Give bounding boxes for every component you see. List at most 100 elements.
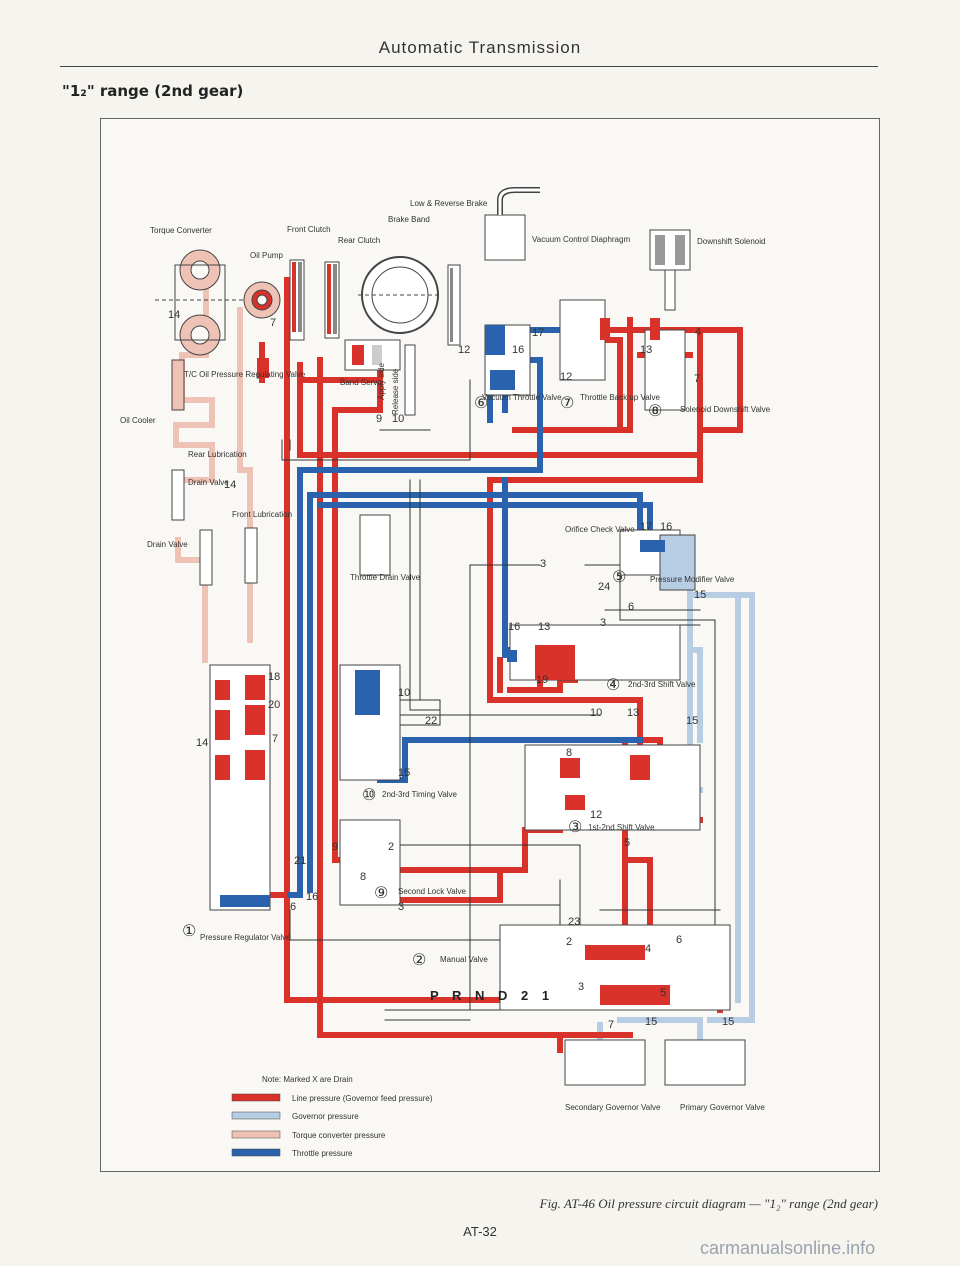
label-prnd: P R N D 2 1	[430, 988, 554, 1003]
port-number: 24	[598, 581, 610, 593]
downshift-solenoid	[649, 229, 691, 311]
legend-swatch-throttle-pressure	[231, 1148, 281, 1157]
port-number: 15	[398, 767, 410, 779]
circled-number-8: ⑧	[648, 401, 662, 420]
circled-number-4: ④	[606, 675, 620, 694]
legend: Note: Marked X are Drain Line pressure (…	[231, 1075, 433, 1158]
port-number: 13	[627, 707, 639, 719]
label-rear-lubrication: Rear Lubrication	[188, 450, 247, 459]
figure-caption: Fig. AT-46 Oil pressure circuit diagram …	[539, 1196, 878, 1211]
label-apply-side: Apply side	[377, 363, 386, 400]
port-number: 16	[512, 344, 524, 356]
low-reverse-brake	[447, 264, 461, 346]
port-number: 23	[568, 916, 580, 928]
circled-number-5: ⑤	[612, 567, 626, 586]
port-number: 9	[376, 413, 382, 425]
label-drain-valve-1: Drain Valve	[188, 478, 229, 487]
port-number: 8	[360, 871, 366, 883]
port-number: 3	[398, 901, 404, 913]
label-brake-band: Brake Band	[388, 215, 430, 224]
port-number: 7	[272, 733, 278, 745]
port-number: 3	[578, 981, 584, 993]
label-1st-2nd-shift-valve: 1st-2nd Shift Valve	[588, 823, 655, 832]
legend-label-torque-converter-pressure: Torque converter pressure	[292, 1131, 386, 1140]
port-number: 16	[306, 891, 318, 903]
label-orifice-check-valve: Orifice Check Valve	[565, 525, 635, 534]
band-servo	[344, 339, 416, 416]
port-number: 10	[398, 687, 410, 699]
legend-swatch-torque-converter-pressure	[231, 1130, 281, 1139]
circled-number-1: ①	[182, 921, 196, 940]
vacuum-diaphragm	[484, 187, 540, 261]
port-number: 3	[600, 617, 606, 629]
port-number: 12	[560, 371, 572, 383]
label-downshift-solenoid: Downshift Solenoid	[697, 237, 765, 246]
port-number: 6	[290, 901, 296, 913]
label-oil-pump: Oil Pump	[250, 251, 283, 260]
watermark: carmanualsonline.info	[700, 1238, 876, 1258]
port-number: 6	[628, 601, 634, 613]
port-number: 18	[268, 671, 280, 683]
label-primary-governor-valve: Primary Governor Valve	[680, 1103, 765, 1112]
oil-pump	[243, 281, 281, 319]
port-number: 2	[388, 841, 394, 853]
port-number: 17	[532, 327, 544, 339]
front-lubrication-valve	[244, 527, 258, 584]
page-header: Automatic Transmission	[378, 38, 582, 57]
port-number: 12	[458, 344, 470, 356]
legend-swatch-line-pressure	[231, 1093, 281, 1102]
page-number: AT-32	[463, 1224, 497, 1239]
legend-label-governor-pressure: Governor pressure	[292, 1112, 359, 1121]
label-pressure-regulator-valve: Pressure Regulator Valve	[200, 933, 291, 942]
port-number: 10	[392, 413, 404, 425]
valve-1st-2nd-shift	[524, 744, 701, 831]
port-number: 8	[566, 747, 572, 759]
circled-number-7: ⑦	[560, 393, 574, 412]
throttle-drain-valve	[359, 514, 391, 576]
tc-oil-pressure-valve	[171, 359, 185, 411]
torque-converter	[155, 249, 245, 356]
port-number: 14	[168, 309, 180, 321]
label-release-side: Release side	[391, 368, 400, 415]
port-number: 17	[640, 521, 652, 533]
port-number: 7	[270, 317, 276, 329]
label-solenoid-downshift-valve: Solenoid Downshift Valve	[680, 405, 771, 414]
label-second-lock-valve: Second Lock Valve	[398, 887, 466, 896]
torque-converter-pressure-lines	[173, 282, 253, 663]
circled-number-10: ⑩	[362, 785, 376, 804]
label-throttle-back-up-valve: Throttle Back up Valve	[580, 393, 660, 402]
label-front-clutch: Front Clutch	[287, 225, 331, 234]
line-pressure-fill-blocks	[215, 318, 670, 1005]
port-number: 21	[294, 855, 306, 867]
label-pressure-modifier-valve: Pressure Modifier Valve	[650, 575, 735, 584]
drain-valve-lower	[199, 529, 213, 586]
port-number: 20	[268, 699, 280, 711]
legend-label-throttle-pressure: Throttle pressure	[292, 1149, 353, 1158]
port-number: 10	[590, 707, 602, 719]
port-number: 4	[695, 326, 701, 338]
header-rule	[60, 66, 878, 67]
label-vacuum-throttle-valve: Vacuum Throttle Valve	[482, 393, 562, 402]
port-number: 13	[640, 344, 652, 356]
label-rear-clutch: Rear Clutch	[338, 236, 380, 245]
port-number: 5	[660, 987, 666, 999]
label-torque-converter: Torque Converter	[150, 226, 212, 235]
label-throttle-drain-valve: Throttle Drain Valve	[350, 573, 421, 582]
port-number: 4	[645, 943, 651, 955]
label-2nd-3rd-shift-valve: 2nd-3rd Shift Valve	[628, 680, 696, 689]
port-number: 2	[566, 936, 572, 948]
port-number: 7	[608, 1019, 614, 1031]
rear-clutch	[324, 261, 340, 339]
drain-valve-upper	[171, 469, 185, 521]
port-number: 3	[540, 558, 546, 570]
secondary-governor-valve	[564, 1039, 646, 1086]
port-number: 7	[694, 373, 700, 385]
second-lock-valve	[339, 819, 401, 906]
port-number: 15	[694, 589, 706, 601]
throttle-back-up-valve	[559, 299, 606, 381]
legend-note: Note: Marked X are Drain	[262, 1075, 353, 1084]
components	[155, 187, 746, 1086]
port-number: 15	[686, 715, 698, 727]
label-drain-valve-2: Drain Valve	[147, 540, 188, 549]
